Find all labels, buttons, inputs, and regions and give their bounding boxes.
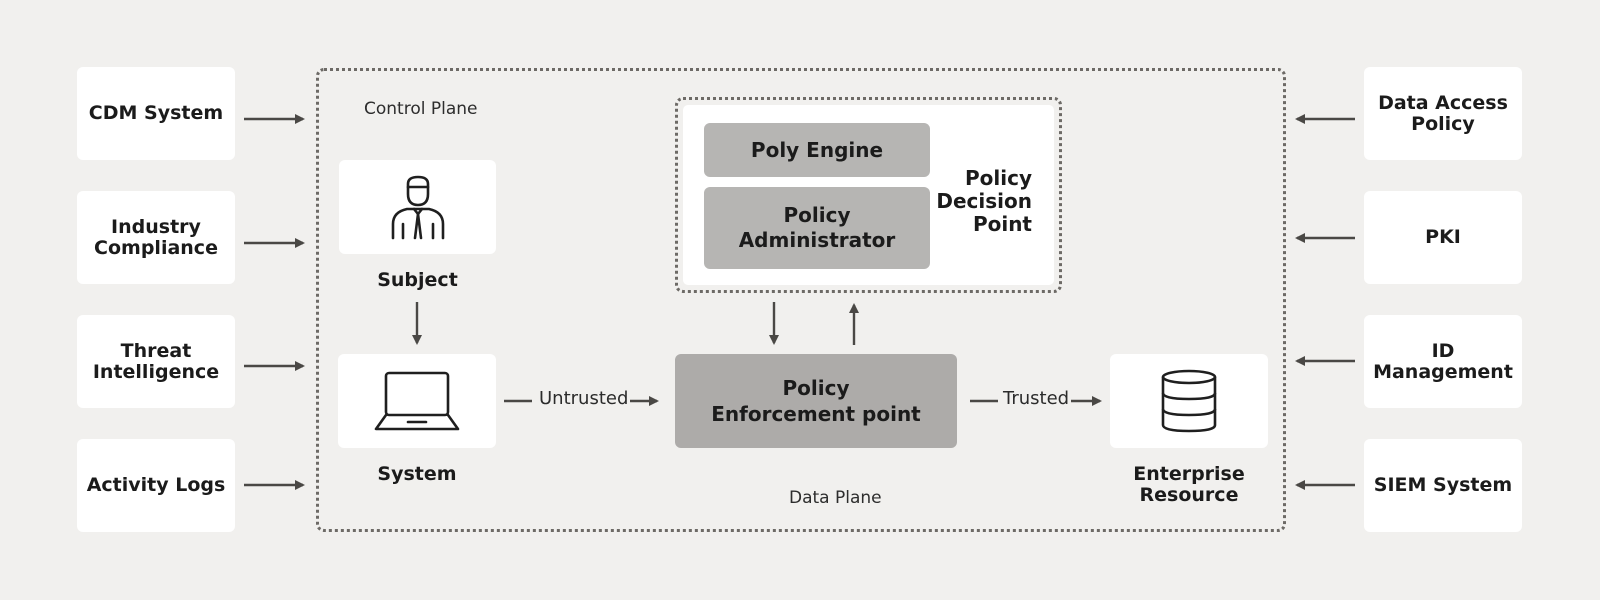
control-plane-label: Control Plane xyxy=(364,99,478,119)
resource-label: Enterprise Resource xyxy=(1133,463,1245,506)
input-activity-logs: Activity Logs xyxy=(77,439,235,532)
input-id-management: ID Management xyxy=(1364,315,1522,408)
policy-enforcement-point: Policy Enforcement point xyxy=(675,354,957,448)
person-icon xyxy=(391,175,444,240)
untrusted-label: Untrusted xyxy=(537,388,631,409)
policy-decision-point: Poly Engine Policy Administrator Policy … xyxy=(675,97,1062,293)
input-label: Activity Logs xyxy=(86,474,226,496)
input-label: Data Access Policy xyxy=(1378,91,1508,135)
pdp-label: Policy Decision Point xyxy=(936,166,1032,236)
input-industry-compliance: Industry Compliance xyxy=(77,191,235,284)
system-card xyxy=(338,354,496,448)
data-plane-label: Data Plane xyxy=(789,488,882,508)
pdp-panel: Poly Engine Policy Administrator Policy … xyxy=(683,105,1054,285)
subject-card xyxy=(339,160,496,254)
input-threat-intelligence: Threat Intelligence xyxy=(77,315,235,408)
plane-container xyxy=(316,68,1286,532)
trusted-label: Trusted xyxy=(1001,388,1072,409)
system-label: System xyxy=(377,463,457,485)
input-label: PKI xyxy=(1425,226,1461,248)
input-cdm-system: CDM System xyxy=(77,67,235,160)
input-label: SIEM System xyxy=(1373,474,1513,496)
resource-card xyxy=(1110,354,1268,448)
input-data-access-policy: Data Access Policy xyxy=(1364,67,1522,160)
policy-administrator-box: Policy Administrator xyxy=(704,187,930,269)
input-siem-system: SIEM System xyxy=(1364,439,1522,532)
input-label: ID Management xyxy=(1373,339,1513,383)
poly-engine-box: Poly Engine xyxy=(704,123,930,177)
input-pki: PKI xyxy=(1364,191,1522,284)
input-label: CDM System xyxy=(88,102,224,124)
laptop-icon xyxy=(374,371,460,431)
database-icon xyxy=(1161,369,1217,433)
subject-label: Subject xyxy=(377,269,458,291)
input-label: Threat Intelligence xyxy=(92,339,220,383)
input-label: Industry Compliance xyxy=(94,215,218,259)
